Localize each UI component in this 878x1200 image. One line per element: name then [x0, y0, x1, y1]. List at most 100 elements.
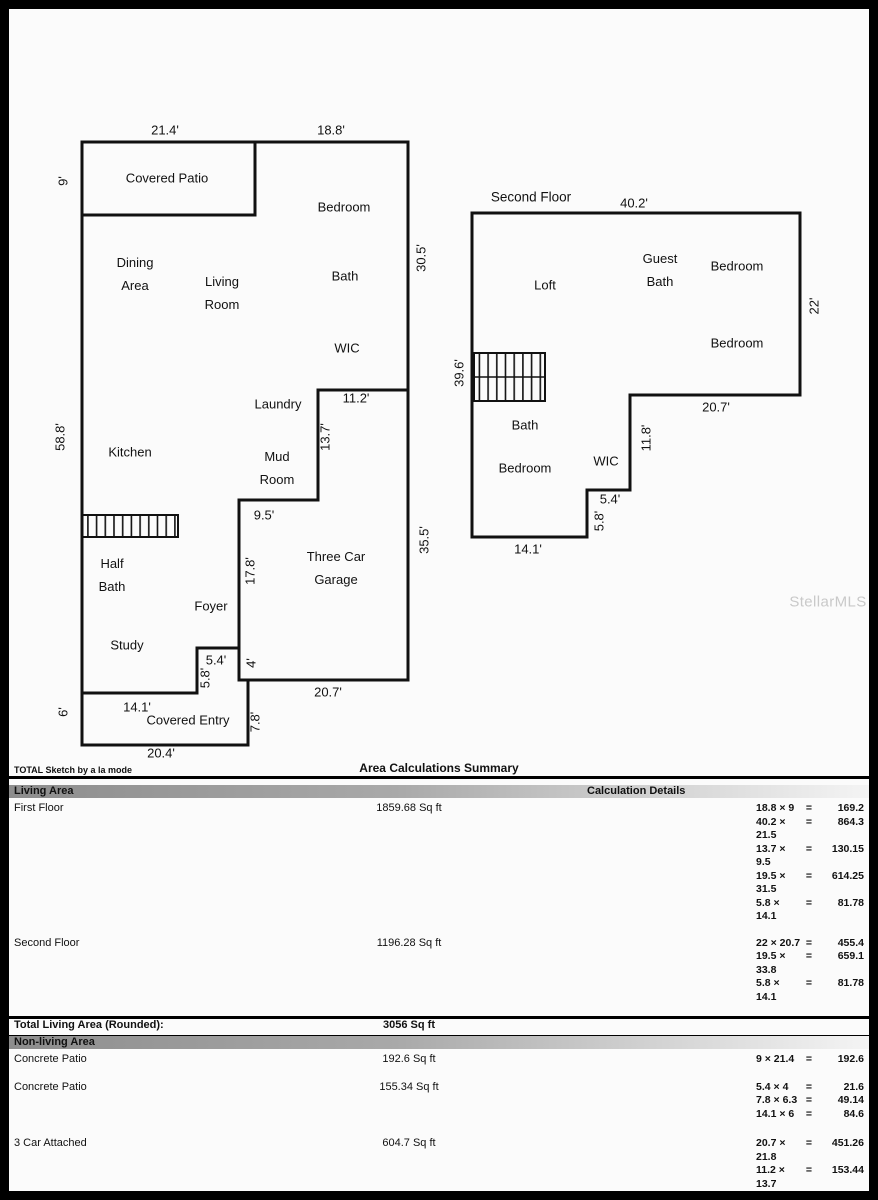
covered-entry-walls: [80, 680, 250, 747]
calc-details: 22 × 20.7=455.4 19.5 × 33.8=659.1 5.8 × …: [756, 937, 864, 1005]
calc-line: 13.7 × 9.5=130.15: [756, 843, 864, 870]
dim-2f-bottom: 14.1': [514, 541, 542, 557]
row-area: 155.34 Sq ft: [379, 1080, 439, 1093]
equals-sign: =: [805, 1053, 813, 1065]
calc-value: 130.15: [831, 842, 864, 855]
table-row-second-floor: Second Floor 1196.28 Sq ft 22 × 20.7=455…: [9, 937, 869, 1005]
equals-sign: =: [805, 802, 813, 814]
calc-line: 19.5 × 33.8=659.1: [756, 950, 864, 977]
calc-line: 5.8 × 14.1=81.78: [756, 977, 864, 1004]
row-name: 3 Car Attached: [14, 1137, 87, 1149]
total-label: Total Living Area (Rounded):: [14, 1019, 164, 1031]
calc-value: 81.78: [837, 896, 864, 909]
room-label-bedroom-mid: Bedroom: [710, 335, 764, 351]
total-living-area-row: Total Living Area (Rounded): 3056 Sq ft: [9, 1019, 869, 1034]
dim-entry-left: 6': [55, 707, 71, 717]
calc-value: 21.6: [843, 1080, 864, 1093]
table-row-concrete-patio-2: Concrete Patio 155.34 Sq ft 5.4 × 4 = 21.6…: [9, 1081, 869, 1122]
calc-details: 5.4 × 4=21.6 7.8 × 6.3=49.14 14.1 × 6=84…: [756, 1081, 864, 1122]
first-floor-perimeter: [80, 140, 410, 695]
room-label-dining-area: Dining Area: [116, 255, 154, 293]
dim-garage-ext-width: 11.2': [342, 390, 370, 406]
calc-line: 20.7 × 21.8=451.26: [756, 1137, 864, 1164]
calc-expression: 5.8 × 14.1: [756, 977, 780, 1003]
calc-value: 192.6: [837, 1053, 864, 1065]
calc-value: 451.26: [831, 1137, 864, 1149]
calc-expression: 13.7 × 9.5: [756, 842, 786, 869]
calc-value: 864.3: [837, 815, 864, 828]
row-area: 1196.28 Sq ft: [376, 936, 442, 949]
row-name: Second Floor: [14, 936, 80, 949]
equals-sign: =: [805, 1137, 813, 1149]
calc-expression: 5.8 × 14.1: [756, 896, 780, 923]
divider-rule-total: [9, 1016, 869, 1019]
living-area-rows: First Floor 1859.68 Sq ft 18.8 × 9 = 169.2…: [9, 802, 869, 1004]
calc-line: 14.1 × 6=84.6: [756, 1108, 864, 1122]
room-label-bedroom: Bedroom: [317, 199, 371, 215]
dim-entry-step-height: 5.8': [197, 667, 213, 689]
calc-line: 18.8 × 9 = 169.2: [756, 802, 864, 816]
room-label-bath: Bath: [331, 268, 359, 284]
dim-entry-right: 7.8': [247, 711, 263, 733]
calc-line: 22 × 20.7=455.4: [756, 937, 864, 951]
room-label-laundry: Laundry: [254, 396, 302, 412]
dim-right-lower: 35.5': [416, 526, 432, 554]
dim-entry-step-width: 5.4': [205, 652, 227, 668]
dim-garage-left: 17.8': [242, 557, 258, 585]
calc-details: 20.7 × 21.8=451.26 11.2 × 13.7=153.44: [756, 1137, 864, 1191]
room-label-wic-2f: WIC: [593, 453, 619, 469]
calc-expression: 14.1 × 6: [756, 1107, 795, 1120]
nonliving-area-header: Non-living Area: [14, 1036, 95, 1048]
area-calculations-summary: TOTAL Sketch by a la mode Area Calculati…: [9, 761, 869, 1191]
room-label-covered-patio: Covered Patio: [125, 170, 209, 186]
equals-sign: =: [805, 1164, 813, 1176]
equals-sign: =: [805, 815, 813, 828]
equals-sign: =: [805, 1094, 813, 1106]
dim-patio-width: 21.4': [151, 122, 179, 138]
dim-2f-bottom-right: 20.7': [702, 399, 730, 415]
dim-2f-step-width: 5.4': [599, 491, 621, 507]
stairs-first-floor: [81, 514, 179, 538]
room-label-living-room: Living Room: [204, 274, 240, 312]
calc-expression: 11.2 × 13.7: [756, 1164, 785, 1190]
calc-line: 5.8 × 14.1=81.78: [756, 897, 864, 924]
calc-value: 153.44: [831, 1164, 864, 1176]
calculation-details-header: Calculation Details: [587, 785, 686, 797]
second-floor-perimeter: [470, 211, 802, 539]
calc-line: 7.8 × 6.3=49.14: [756, 1094, 864, 1108]
dim-2f-notch-right: 11.8': [638, 424, 654, 452]
calc-expression: 7.8 × 6.3: [756, 1094, 798, 1106]
dim-2f-right: 22': [806, 297, 822, 315]
calc-details: 18.8 × 9=169.2 40.2 × 21.5=864.3 13.7 × …: [756, 802, 864, 924]
summary-header: TOTAL Sketch by a la mode Area Calculati…: [9, 761, 869, 776]
dim-garage-corner: 4': [243, 658, 259, 668]
room-label-half-bath: Half Bath: [98, 556, 126, 594]
row-name: First Floor: [14, 802, 64, 814]
calc-expression: 19.5 × 33.8: [756, 950, 786, 976]
calc-value: 169.2: [837, 802, 864, 814]
equals-sign: =: [805, 936, 813, 949]
row-area: 1859.68 Sq ft: [376, 802, 442, 814]
equals-sign: =: [805, 977, 813, 989]
room-label-bedroom-top: Bedroom: [710, 258, 764, 274]
room-label-guest-bath: Guest Bath: [642, 251, 678, 289]
calc-expression: 5.4 × 4: [756, 1080, 789, 1093]
room-label-bedroom-left: Bedroom: [498, 460, 552, 476]
calc-line: 19.5 × 31.5=614.25: [756, 870, 864, 897]
row-name: Concrete Patio: [14, 1080, 87, 1093]
calc-value: 455.4: [837, 936, 864, 949]
calc-details: 9 × 21.4=192.6: [756, 1053, 864, 1067]
dim-bedroom-width: 18.8': [317, 122, 345, 138]
divider-rule-top: [9, 776, 869, 779]
calc-value: 659.1: [837, 950, 864, 962]
second-floor-title: Second Floor: [490, 189, 572, 205]
equals-sign: =: [805, 1107, 813, 1120]
covered-patio-walls: [82, 142, 257, 217]
calc-expression: 18.8 × 9: [756, 802, 795, 814]
dim-garage-ext-height: 13.7': [317, 423, 333, 451]
dim-mudroom-width: 9.5': [253, 507, 275, 523]
room-label-wic: WIC: [334, 340, 360, 356]
room-label-loft: Loft: [534, 277, 556, 293]
